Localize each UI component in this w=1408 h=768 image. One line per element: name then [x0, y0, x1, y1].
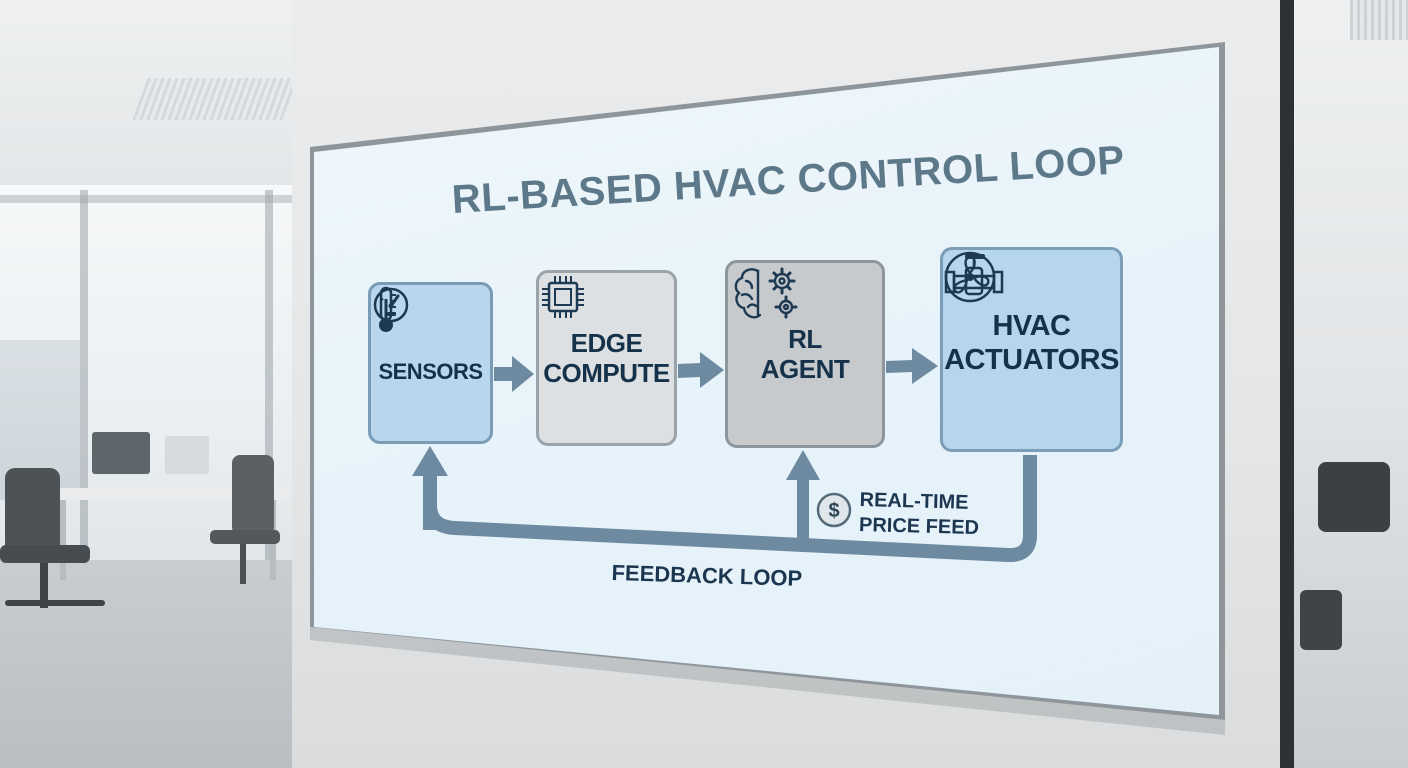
price-feed-label: REAL-TIME PRICE FEED — [859, 488, 980, 541]
window-mullion — [80, 190, 88, 590]
cpu-chip-icon — [542, 276, 584, 318]
office-chair-base — [240, 544, 246, 584]
sensors-label: SENSORS — [378, 359, 483, 384]
office-chair-base — [40, 563, 48, 608]
arrow-price-to-agent — [786, 450, 820, 540]
dollar-symbol: $ — [828, 500, 839, 522]
sensors-node: SENSORS — [368, 282, 493, 444]
hvac-actuators-node: HVAC ACTUATORS — [940, 247, 1123, 452]
glass-partition-edge — [1280, 0, 1294, 768]
rl-agent-label-line2: AGENT — [760, 354, 850, 384]
window-mullion — [265, 190, 273, 590]
hvac-actuators-label-line1: HVAC — [992, 309, 1071, 342]
arrow-agent-to-hvac — [886, 348, 938, 384]
edge-compute-node: EDGE COMPUTE — [536, 270, 677, 446]
office-chair-seat — [0, 545, 90, 563]
price-feed-line1: REAL-TIME — [859, 488, 969, 514]
gauge-icon — [373, 287, 409, 323]
edge-compute-label-line1: EDGE — [570, 328, 643, 358]
office-chair — [1300, 590, 1342, 650]
desk — [1300, 548, 1408, 578]
edge-compute-label-line2: COMPUTE — [543, 358, 670, 388]
monitor — [92, 432, 150, 474]
office-chair — [1318, 462, 1390, 532]
rl-agent-node: RL AGENT — [725, 260, 885, 448]
price-feed-line2: PRICE FEED — [858, 513, 980, 540]
office-chair-seat — [210, 530, 280, 544]
window-transom — [0, 195, 300, 203]
dollar-coin-icon: $ — [816, 492, 852, 528]
valve-icon — [944, 254, 1004, 296]
hvac-actuators-label-line2: ACTUATORS — [944, 343, 1119, 376]
brain-gears-icon — [734, 267, 798, 319]
office-chair — [232, 455, 274, 535]
ceiling-vent — [1350, 0, 1408, 40]
feedback-loop-line — [423, 455, 1037, 563]
floor — [0, 560, 320, 768]
office-chair-feet — [5, 600, 105, 606]
rl-agent-label-line1: RL — [788, 324, 822, 354]
arrow-sensors-to-edge — [494, 356, 534, 392]
desk-leg — [60, 500, 66, 580]
arrow-edge-to-agent — [678, 352, 724, 388]
monitor — [165, 436, 209, 474]
desk — [40, 488, 290, 500]
